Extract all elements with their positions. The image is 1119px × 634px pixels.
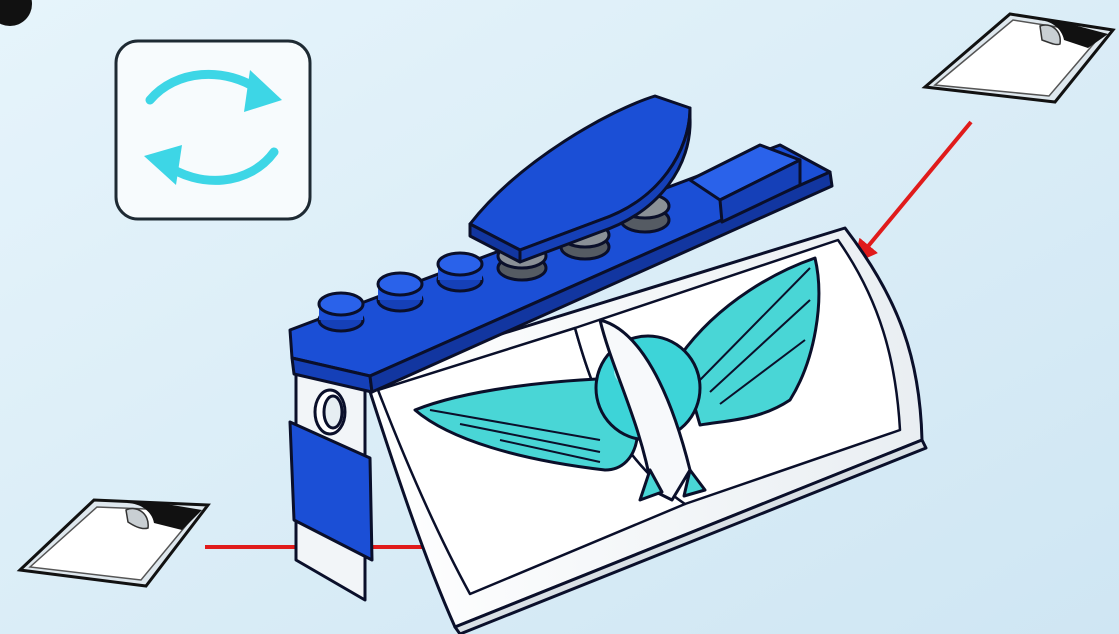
rotate-model-icon	[116, 41, 310, 219]
